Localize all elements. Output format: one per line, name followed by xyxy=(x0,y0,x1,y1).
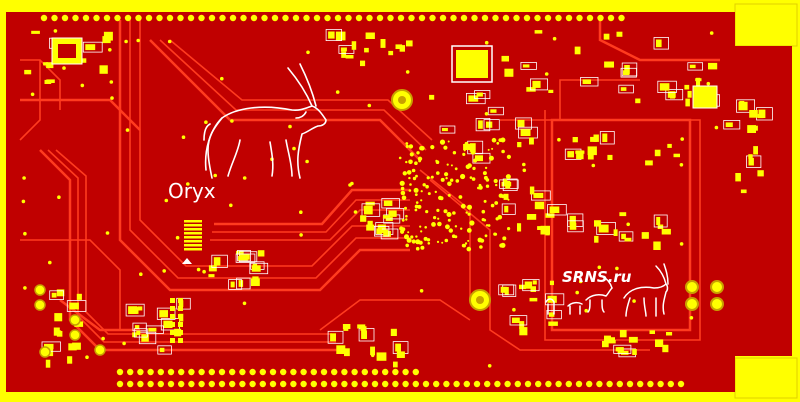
round-pads-right xyxy=(685,280,724,311)
bottom-header-pads xyxy=(116,368,685,388)
qfp-chip xyxy=(451,45,493,83)
ic-right xyxy=(692,85,718,109)
right-tab-bottom xyxy=(734,357,798,399)
right-tab-top xyxy=(734,3,798,47)
oryx-logo xyxy=(203,63,327,179)
ic-top-left xyxy=(51,37,83,65)
board-name-label: Oryx xyxy=(168,179,216,203)
site-label: SRNS.ru xyxy=(562,268,632,286)
pin1-marker-arrow xyxy=(182,258,192,264)
family-of-antelopes-logo xyxy=(545,263,669,317)
top-header-pads xyxy=(40,14,625,22)
